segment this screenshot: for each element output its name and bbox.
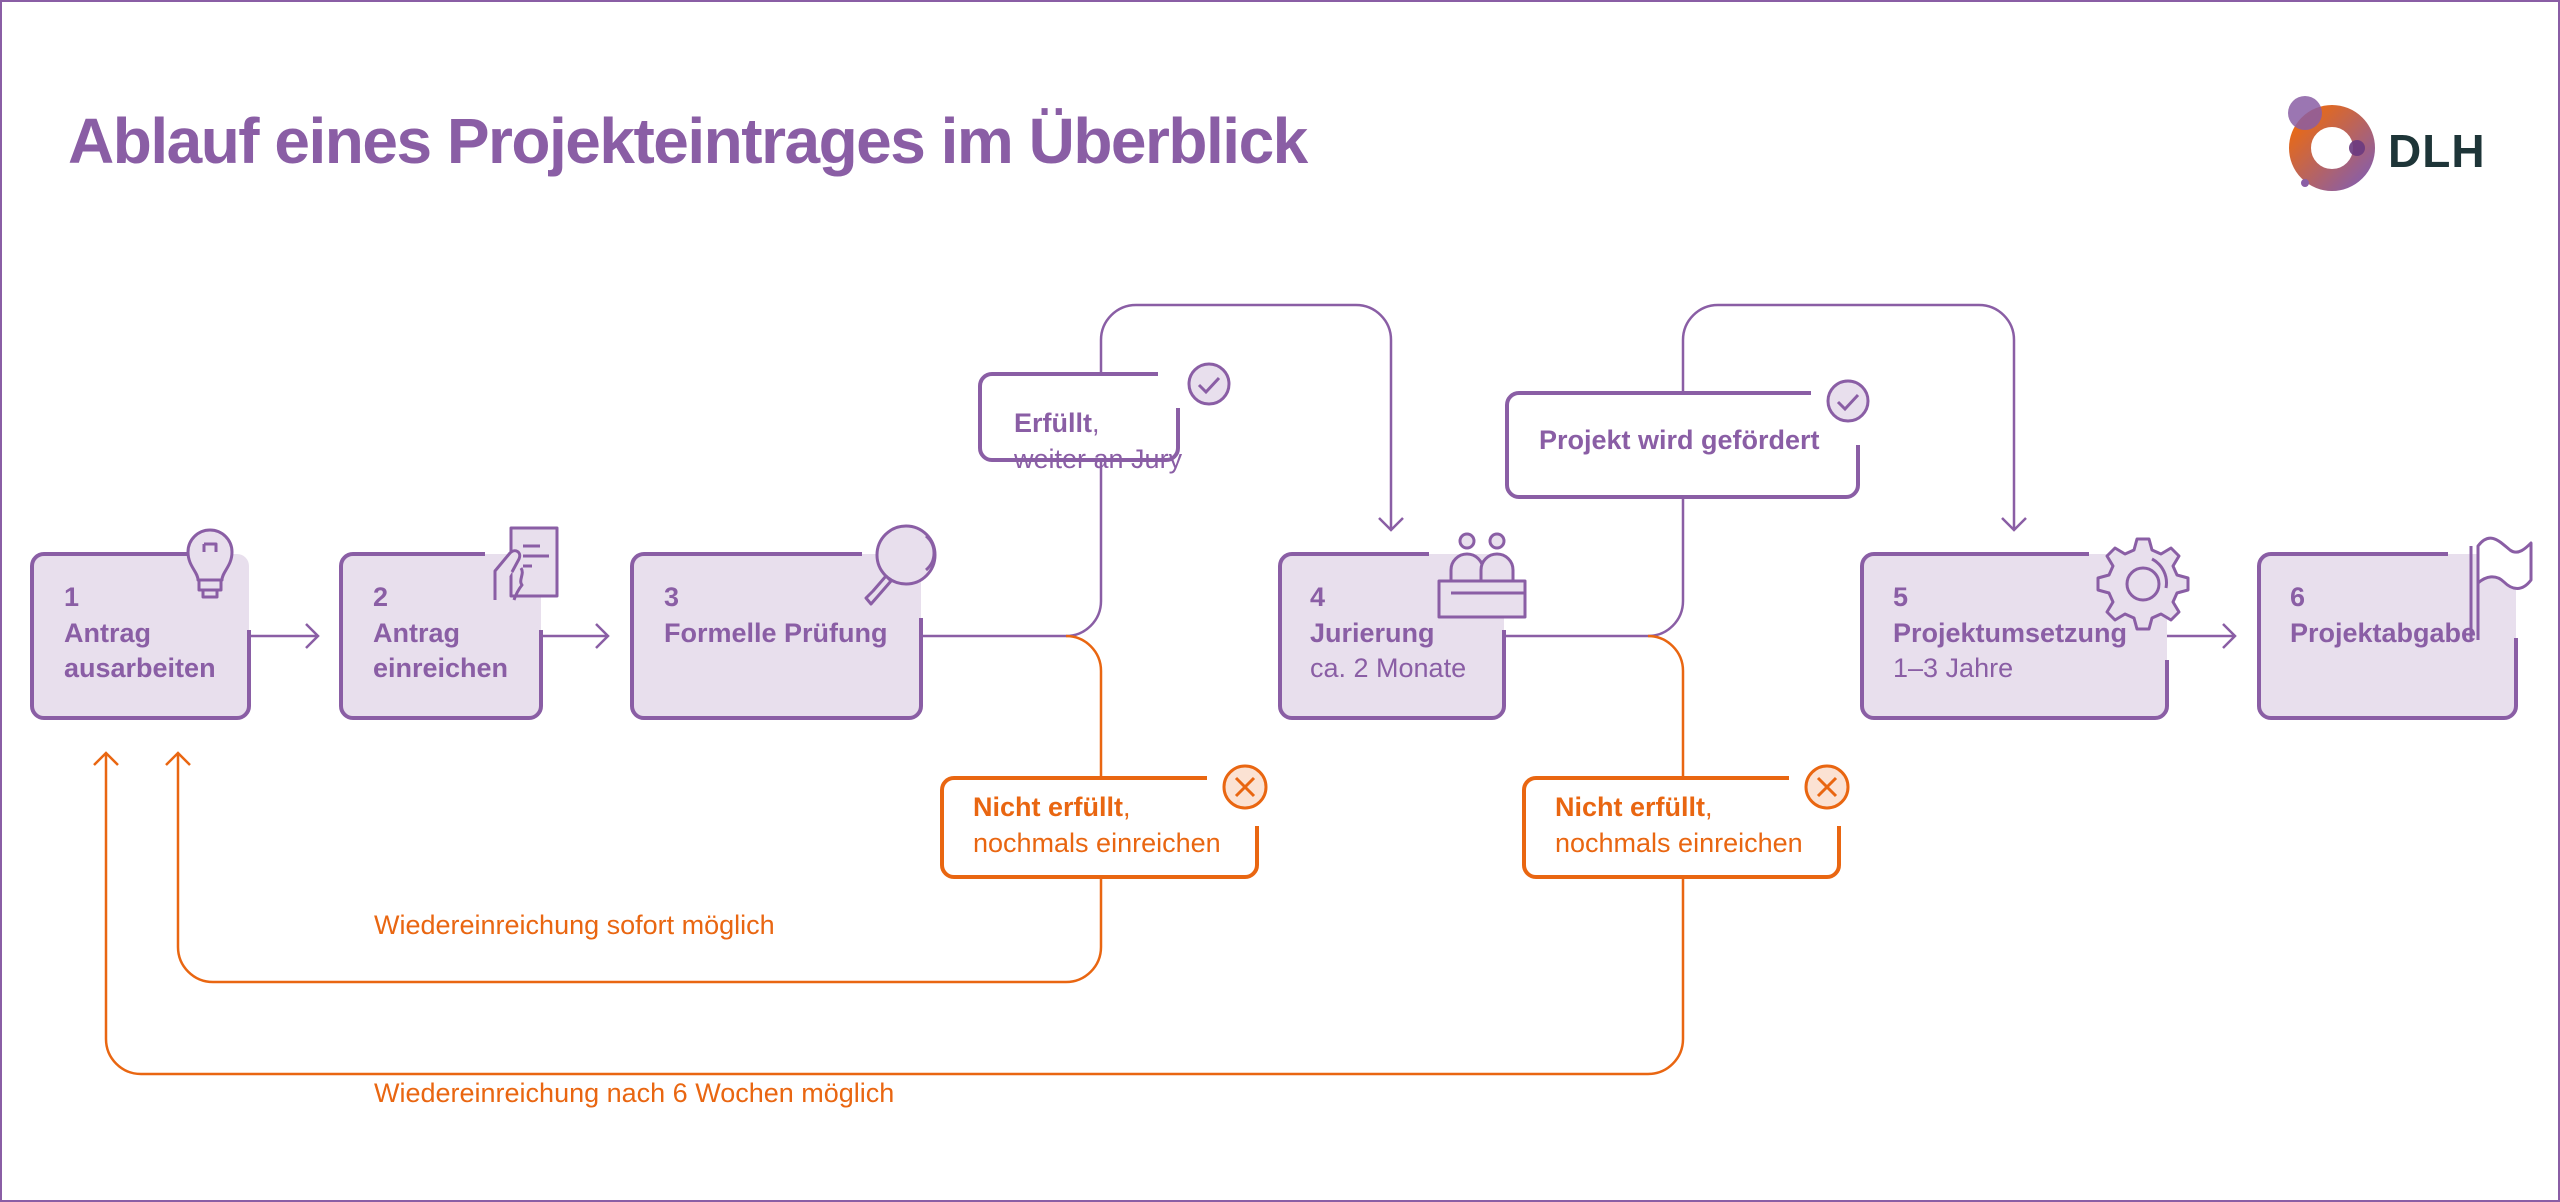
gear-icon — [2096, 537, 2190, 631]
return-path-6-weeks — [93, 634, 1685, 1076]
step-label-3: 3 Formelle Prüfung — [664, 580, 888, 651]
return-path-immediate — [165, 634, 1103, 984]
check-circle-icon — [1826, 379, 1870, 423]
step-duration: ca. 2 Monate — [1310, 653, 1467, 684]
step-name: einreichen — [373, 653, 509, 684]
dlh-ring-logo-icon — [2288, 96, 2375, 191]
step-number: 2 — [373, 582, 389, 612]
step-name: Antrag — [64, 617, 151, 648]
note-resubmit-immediate: Wiedereinreichung sofort möglich — [374, 910, 775, 940]
decision-title: Erfüllt — [1014, 408, 1092, 438]
step-box-2 — [339, 552, 543, 720]
step-number: 6 — [2290, 582, 2306, 612]
decision-box-pass-2 — [1505, 391, 1860, 499]
x-circle-icon — [1804, 764, 1850, 810]
arrow-4-to-5 — [1504, 303, 2027, 638]
decision-box-fail-1 — [940, 776, 1259, 879]
step-number: 5 — [1893, 582, 1909, 612]
step-box-1 — [30, 552, 251, 720]
decision-comma: , — [1092, 408, 1100, 438]
decision-title: Projekt wird gefördert — [1539, 425, 1820, 455]
flag-icon — [2469, 536, 2533, 640]
lightbulb-icon — [186, 528, 234, 599]
decision-comma: , — [1123, 792, 1131, 822]
decision-label-fail-2: Nicht erfüllt, nochmals einreichen — [1555, 790, 1803, 861]
x-circle-icon — [1222, 764, 1268, 810]
step-label-1: 1 Antrag ausarbeiten — [64, 580, 216, 687]
decision-detail: nochmals einreichen — [1555, 827, 1803, 858]
step-label-5: 5 Projektumsetzung 1–3 Jahre — [1893, 580, 2127, 687]
page-title: Ablauf eines Projekteintrages im Überbli… — [68, 105, 1308, 177]
step-number: 1 — [64, 582, 80, 612]
step-name: Projektumsetzung — [1893, 617, 2128, 648]
step-box-6 — [2257, 552, 2518, 720]
decision-title: Nicht erfüllt — [973, 792, 1124, 822]
purple-connectors — [249, 303, 2237, 649]
orange-connectors — [93, 634, 1685, 1076]
arrow-1-to-2 — [249, 623, 320, 649]
decision-comma: , — [1705, 792, 1713, 822]
step-duration: 1–3 Jahre — [1893, 653, 2014, 684]
logo-text: DLH — [2388, 125, 2486, 177]
jury-icon — [1437, 532, 1527, 619]
decision-detail: weiter an Jury — [1014, 443, 1183, 474]
step-name: Projektabgabe — [2290, 617, 2477, 648]
document-in-hand-icon — [493, 526, 559, 601]
step-box-5 — [1860, 552, 2169, 720]
step-label-6: 6 Projektabgabe — [2290, 580, 2476, 651]
decision-title: Nicht erfüllt — [1555, 792, 1706, 822]
step-label-2: 2 Antrag einreichen — [373, 580, 508, 687]
decision-detail: nochmals einreichen — [973, 827, 1221, 858]
step-name: Antrag — [373, 617, 460, 648]
decision-label-pass-1: Erfüllt, weiter an Jury — [1014, 406, 1182, 477]
decision-label-pass-2: Projekt wird gefördert — [1539, 423, 1820, 459]
arrow-3-to-jury — [921, 303, 1404, 638]
decision-box-pass-1 — [978, 372, 1180, 462]
magnifier-icon — [864, 524, 937, 606]
step-name: Jurierung — [1310, 617, 1435, 648]
step-name: Formelle Prüfung — [664, 617, 888, 648]
step-number: 4 — [1310, 582, 1326, 612]
arrow-5-to-6 — [2167, 623, 2237, 649]
note-resubmit-6-weeks: Wiedereinreichung nach 6 Wochen möglich — [374, 1078, 895, 1108]
step-name: ausarbeiten — [64, 653, 216, 684]
step-number: 3 — [664, 582, 680, 612]
decision-label-fail-1: Nicht erfüllt, nochmals einreichen — [973, 790, 1221, 861]
check-circle-icon — [1187, 362, 1231, 406]
step-box-3 — [630, 552, 923, 720]
arrow-2-to-3 — [541, 623, 610, 649]
decision-box-fail-2 — [1522, 776, 1841, 879]
step-label-4: 4 Jurierung ca. 2 Monate — [1310, 580, 1466, 687]
